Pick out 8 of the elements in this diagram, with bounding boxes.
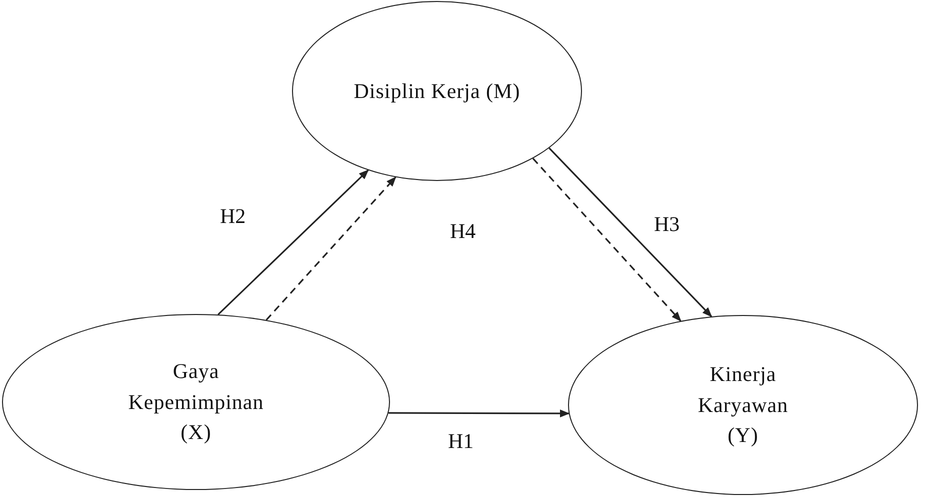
node-label: Disiplin Kerja (M) (354, 78, 520, 105)
arrow (388, 409, 570, 418)
arrow (548, 147, 712, 318)
arrow (532, 158, 682, 322)
node-label: Kinerja Karyawan (Y) (696, 361, 790, 450)
node-label: Gaya Kepemimpinan (X) (127, 358, 265, 446)
arrow (266, 176, 396, 321)
arrow (218, 170, 369, 316)
